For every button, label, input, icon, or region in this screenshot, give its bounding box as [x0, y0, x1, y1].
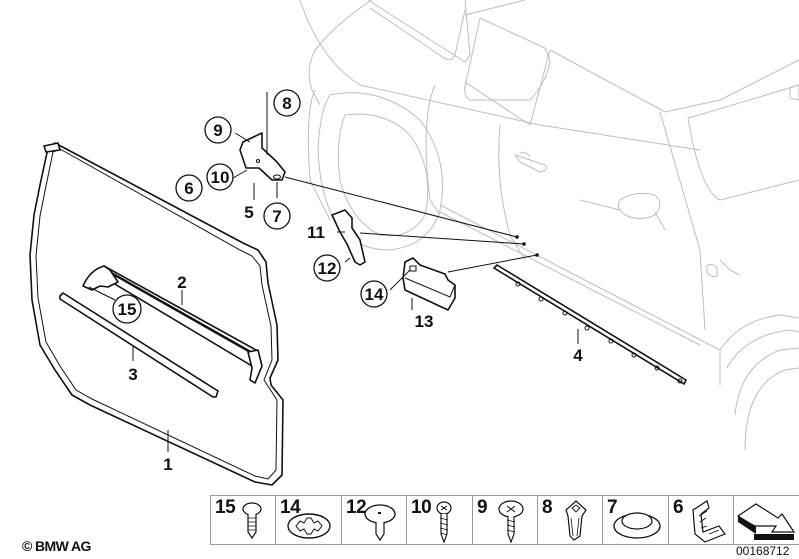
part-number: 7 — [607, 497, 618, 518]
callout-9[interactable]: 9 — [204, 116, 232, 144]
part-2-window-channel[interactable] — [82, 265, 263, 384]
label-2[interactable]: 2 — [177, 273, 186, 292]
callout-7[interactable]: 7 — [263, 202, 291, 230]
svg-text:12: 12 — [318, 259, 337, 278]
label-4[interactable]: 4 — [573, 346, 583, 365]
part-1-door-seal[interactable] — [29, 142, 284, 486]
parts-table: 15 14 12 10 9 — [210, 495, 799, 545]
svg-text:8: 8 — [282, 94, 291, 113]
callout-8[interactable]: 8 — [273, 89, 301, 117]
part-number: 8 — [542, 497, 553, 518]
callout-10[interactable]: 10 — [206, 163, 234, 191]
part-number: 9 — [477, 497, 488, 518]
callout-15[interactable]: 15 — [112, 294, 142, 324]
label-13[interactable]: 13 — [415, 312, 434, 331]
callout-14[interactable]: 14 — [360, 280, 388, 308]
label-5[interactable]: 5 — [244, 203, 253, 222]
svg-text:10: 10 — [211, 168, 230, 187]
callout-6[interactable]: 6 — [175, 174, 203, 202]
copyright-text: © BMW AG — [22, 538, 91, 554]
part-number: 14 — [280, 497, 301, 518]
serrated-lock-washer-icon — [287, 513, 331, 539]
parts-cell-15[interactable]: 15 — [211, 496, 276, 544]
parts-cell-arrow[interactable] — [734, 496, 799, 544]
svg-text:9: 9 — [213, 121, 222, 140]
diagram-id: 00168712 — [736, 544, 790, 558]
parts-cell-14[interactable]: 14 — [276, 496, 342, 544]
parts-cell-9[interactable]: 9 — [473, 496, 538, 544]
svg-text:15: 15 — [118, 300, 137, 319]
label-3[interactable]: 3 — [128, 365, 137, 384]
car-outline — [299, 0, 799, 451]
parts-cell-12[interactable]: 12 — [342, 496, 407, 544]
push-button-clip-icon — [242, 502, 262, 540]
callout-12[interactable]: 12 — [313, 254, 341, 282]
part-number: 6 — [673, 497, 684, 518]
parts-cell-6[interactable]: 6 — [669, 496, 734, 544]
label-1[interactable]: 1 — [163, 455, 172, 474]
square-nut-clip-icon — [565, 500, 587, 541]
svg-text:7: 7 — [272, 207, 281, 226]
round-grommet-icon — [613, 512, 661, 539]
part-13-block[interactable] — [402, 257, 456, 311]
part-4-sill-strip[interactable] — [493, 264, 687, 385]
part-5-bracket[interactable] — [239, 132, 286, 181]
svg-text:6: 6 — [184, 179, 193, 198]
part-number: 12 — [346, 497, 367, 518]
part-11-bracket[interactable] — [331, 209, 366, 266]
flat-head-rivet-clip-icon — [364, 504, 396, 542]
part-3-outer-strip[interactable] — [59, 292, 219, 398]
parts-cell-8[interactable]: 8 — [538, 496, 603, 544]
leader-lines — [88, 92, 579, 452]
angle-bracket-icon — [692, 500, 726, 543]
phillips-tapping-screw-icon — [436, 501, 452, 544]
parts-cell-7[interactable]: 7 — [603, 496, 669, 544]
svg-text:14: 14 — [365, 285, 384, 304]
parts-cell-10[interactable]: 10 — [407, 496, 473, 544]
part-number: 15 — [215, 497, 236, 518]
direction-arrow-icon — [736, 503, 796, 540]
phillips-flange-screw-icon — [498, 500, 524, 544]
part-number: 10 — [411, 497, 432, 518]
label-11[interactable]: 11 — [307, 223, 325, 242]
